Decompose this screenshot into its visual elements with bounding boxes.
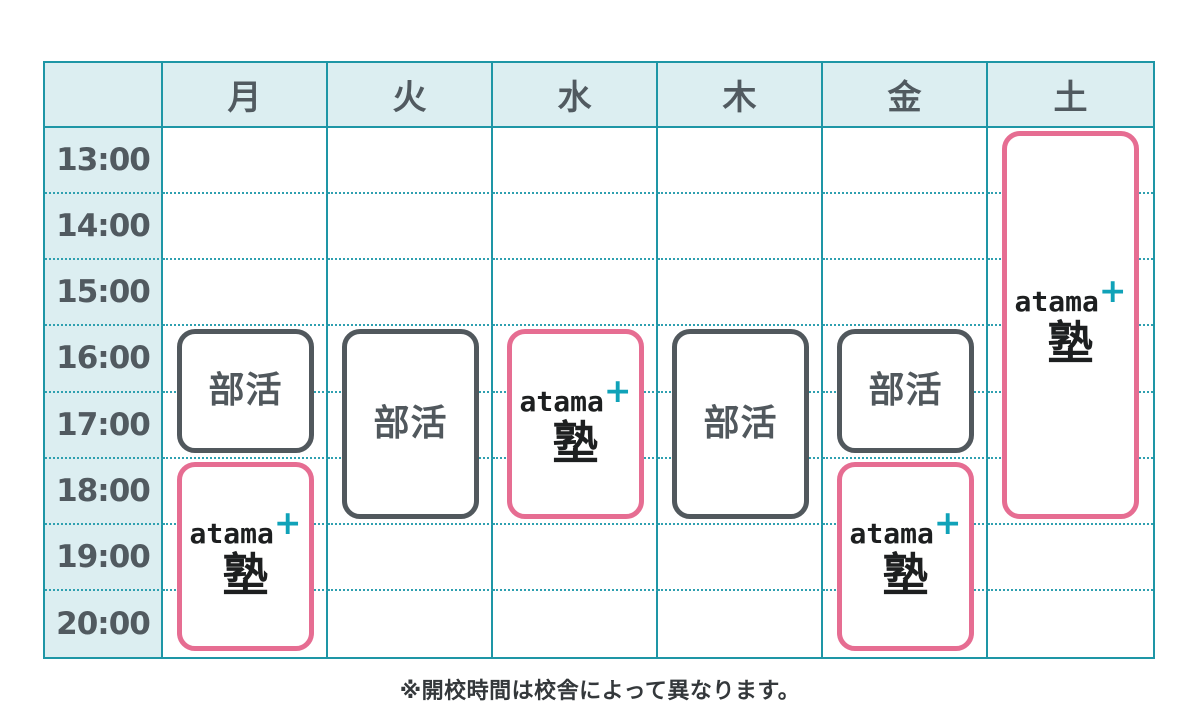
juku-label: 塾 <box>552 415 599 470</box>
grid-cell <box>658 194 823 261</box>
plus-icon: + <box>603 370 632 410</box>
corner-cell <box>45 63 163 128</box>
grid-cell <box>328 194 493 261</box>
grid-cell <box>988 524 1153 591</box>
grid-cell <box>988 590 1153 657</box>
time-label-cell: 17:00 <box>45 392 163 459</box>
club-label: 部活 <box>703 403 778 445</box>
atama-brand-label: atama <box>189 516 274 550</box>
grid-cell <box>493 524 658 591</box>
time-label-cell: 20:00 <box>45 590 163 657</box>
grid-cell <box>493 590 658 657</box>
time-label-cell: 14:00 <box>45 194 163 261</box>
grid-cell <box>658 590 823 657</box>
atama-brand-line: atama+ <box>849 506 962 550</box>
juku-label: 塾 <box>222 547 269 602</box>
event-atama-juku: atama+塾 <box>837 461 974 651</box>
atama-brand-line: atama+ <box>1014 274 1127 319</box>
club-label: 部活 <box>868 370 943 411</box>
day-header-cell: 月 <box>163 63 328 128</box>
grid-cell <box>493 128 658 195</box>
day-header-cell: 金 <box>823 63 988 128</box>
grid-cell <box>493 260 658 327</box>
grid-cell <box>163 128 328 195</box>
club-label: 部活 <box>373 403 448 445</box>
day-header-cell: 木 <box>658 63 823 128</box>
time-label-cell: 13:00 <box>45 128 163 195</box>
time-label-cell: 18:00 <box>45 458 163 525</box>
grid-cell <box>823 128 988 195</box>
day-header-cell: 水 <box>493 63 658 128</box>
grid-cell <box>328 260 493 327</box>
footer-note: ※開校時間は校舎によって異なります。 <box>399 679 801 704</box>
event-club: 部活 <box>672 329 809 519</box>
atama-brand-line: atama+ <box>519 374 632 418</box>
atama-brand-label: atama <box>1014 285 1099 319</box>
atama-brand-label: atama <box>519 384 604 418</box>
grid-cell <box>658 260 823 327</box>
time-label-cell: 15:00 <box>45 260 163 327</box>
atama-brand-line: atama+ <box>189 506 302 550</box>
event-atama-juku: atama+塾 <box>177 461 314 651</box>
atama-brand-label: atama <box>849 516 934 550</box>
grid-cell <box>823 194 988 261</box>
grid-cell <box>328 128 493 195</box>
grid-cell <box>163 260 328 327</box>
grid-cell <box>493 194 658 261</box>
grid-cell <box>163 194 328 261</box>
grid-cell <box>328 590 493 657</box>
plus-icon: + <box>933 502 962 542</box>
grid-cell <box>823 260 988 327</box>
grid-cell <box>658 128 823 195</box>
time-label-cell: 16:00 <box>45 326 163 393</box>
club-label: 部活 <box>208 370 283 411</box>
plus-icon: + <box>1098 271 1127 311</box>
juku-label: 塾 <box>882 547 929 602</box>
juku-label: 塾 <box>1047 316 1094 371</box>
time-label-cell: 19:00 <box>45 524 163 591</box>
day-header-cell: 土 <box>988 63 1153 128</box>
grid-cell <box>328 524 493 591</box>
event-atama-juku: atama+塾 <box>507 329 644 519</box>
plus-icon: + <box>273 502 302 542</box>
event-club: 部活 <box>177 329 314 453</box>
day-header-cell: 火 <box>328 63 493 128</box>
event-atama-juku: atama+塾 <box>1002 131 1139 519</box>
event-club: 部活 <box>342 329 479 519</box>
grid-cell <box>658 524 823 591</box>
event-club: 部活 <box>837 329 974 453</box>
